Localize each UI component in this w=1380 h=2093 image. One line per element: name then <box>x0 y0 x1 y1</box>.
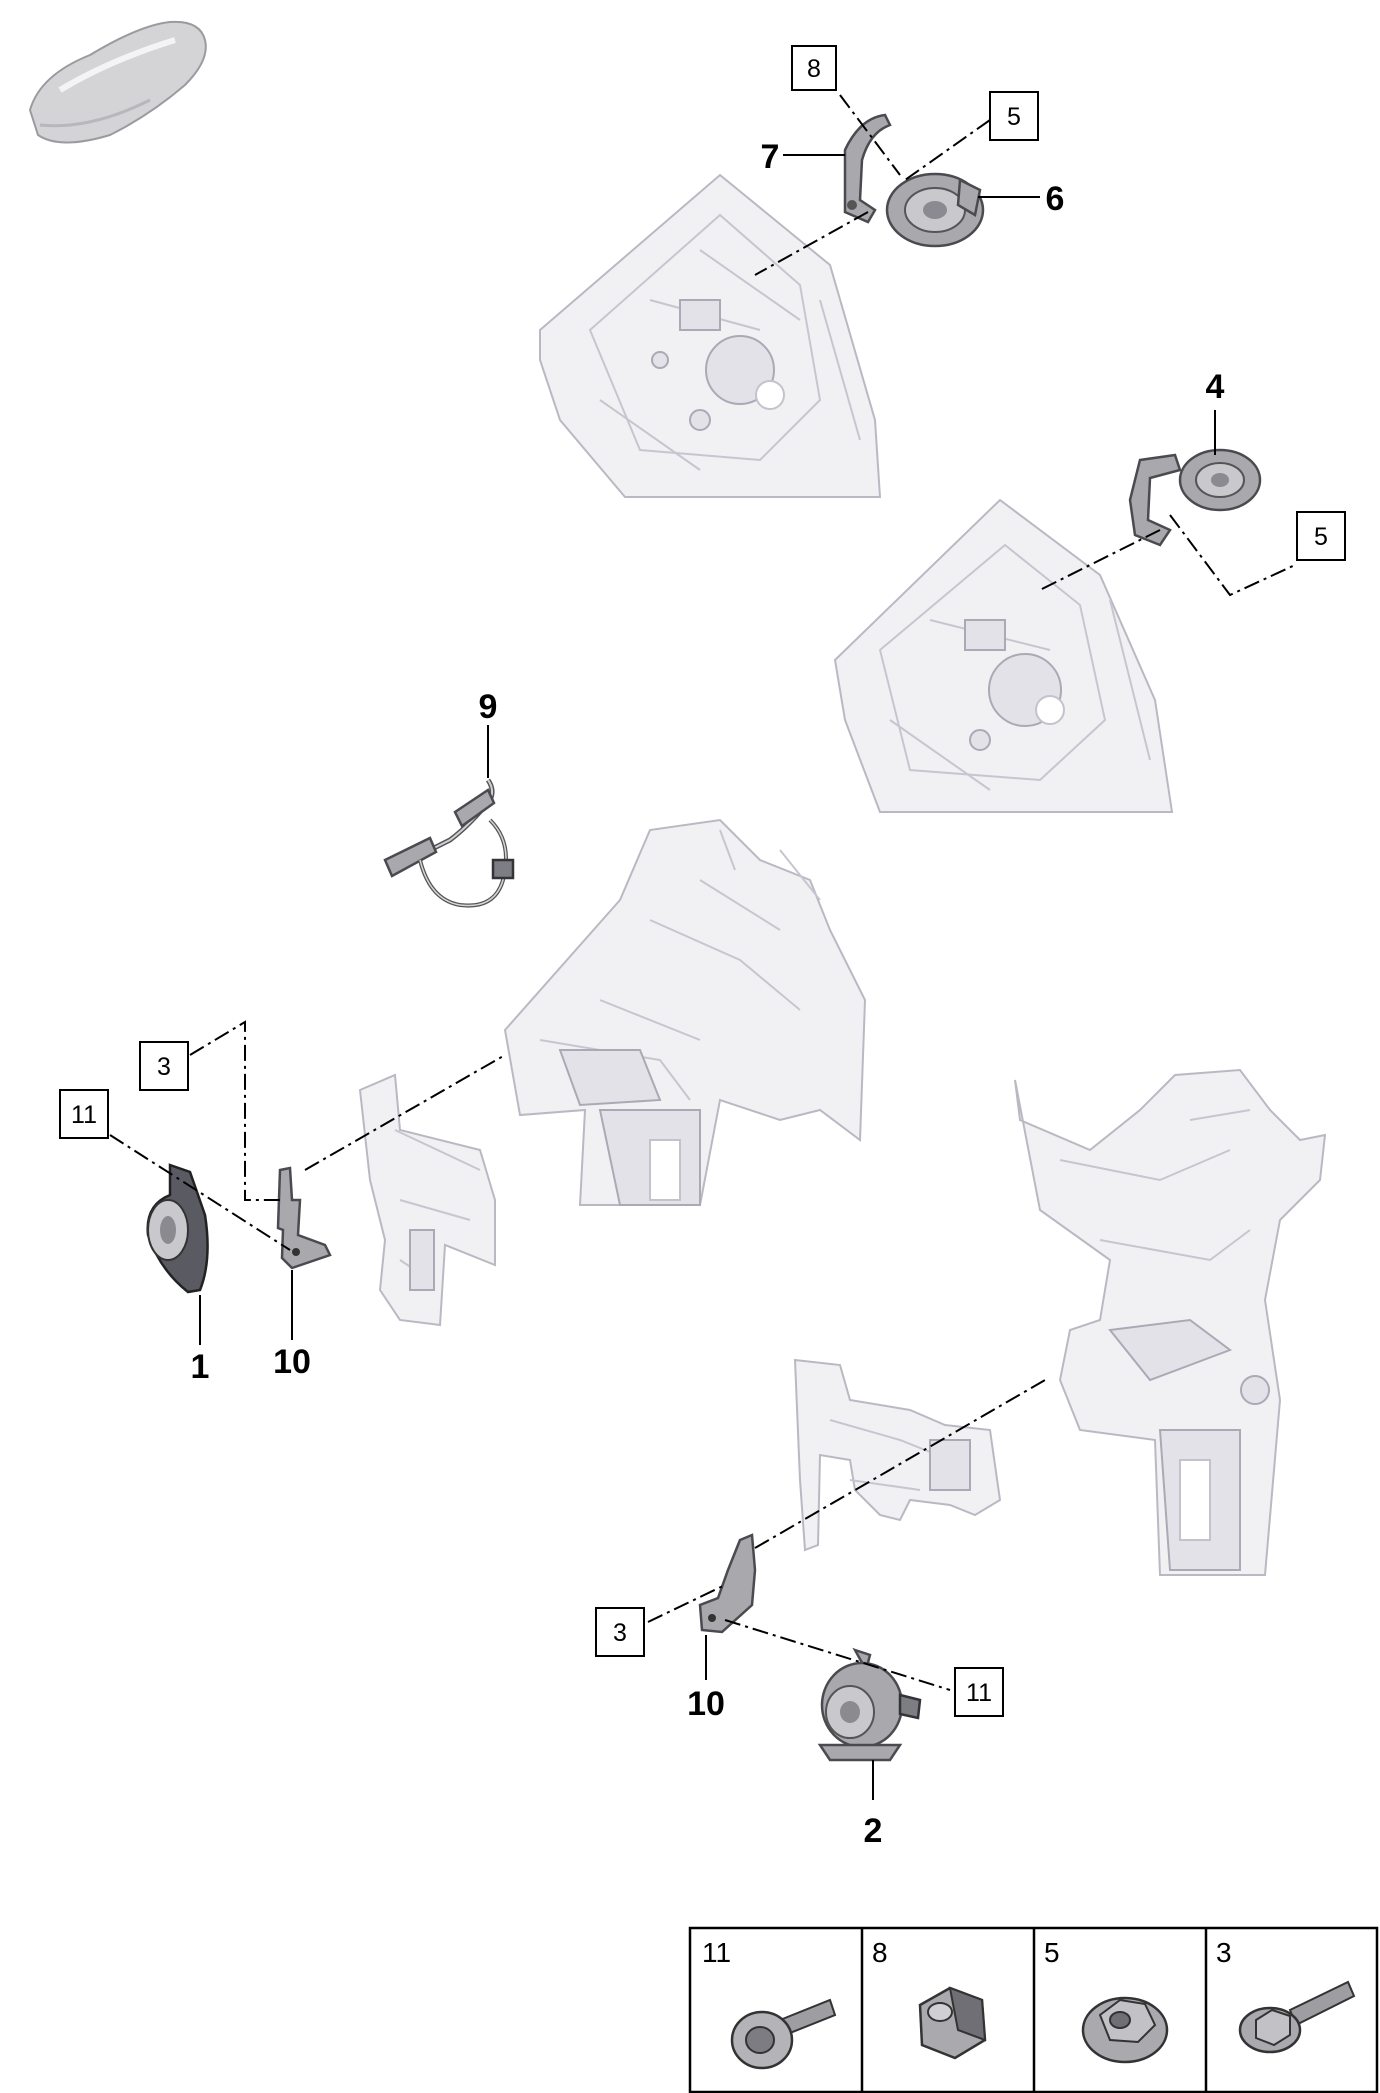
leader-10b-mount <box>754 1379 1046 1549</box>
leader-3b <box>647 1584 726 1623</box>
callout-6: 6 <box>1046 180 1065 218</box>
horn-right-2 <box>817 1647 922 1762</box>
leader-11b <box>724 1619 951 1691</box>
callout-4: 4 <box>1206 368 1225 406</box>
leader-7-mount <box>754 211 869 276</box>
legend-cell-5: 5 <box>1044 1937 1169 2064</box>
callout-9: 9 <box>479 688 498 726</box>
callout-7: 7 <box>761 138 780 176</box>
legend-number-5: 5 <box>1044 1937 1060 1968</box>
leader-4-mount <box>1039 529 1161 591</box>
legend-number-11: 11 <box>702 1937 731 1968</box>
ref-box-3-right-label: 3 <box>613 1619 627 1647</box>
ref-box-8-label: 8 <box>807 55 821 83</box>
callout-10-left: 10 <box>273 1343 311 1381</box>
horn-bracket-left-10 <box>276 1166 332 1270</box>
ref-box-11-right-label: 11 <box>966 1679 992 1707</box>
ref-box-11-right: 11 <box>954 1667 1004 1717</box>
front-body-structure-upper-right <box>833 498 1174 813</box>
ref-box-5-middle: 5 <box>1296 511 1346 561</box>
horn-with-bracket-4 <box>1128 448 1262 547</box>
legend-cell-3: 3 <box>1216 1937 1356 2054</box>
vehicle-thumbnail-icon <box>28 20 207 144</box>
legend-cell-8: 8 <box>872 1937 987 2060</box>
ref-box-3-left-label: 3 <box>157 1053 171 1081</box>
leader-10a-mount <box>304 1054 506 1171</box>
bumper-bracket-left <box>358 1073 496 1327</box>
wiring-harness-9 <box>383 778 515 908</box>
legend-number-8: 8 <box>872 1937 888 1968</box>
ref-box-5-upper: 5 <box>989 91 1039 141</box>
callout-2: 2 <box>864 1812 883 1850</box>
horn-left-1 <box>146 1163 209 1294</box>
ref-box-8: 8 <box>791 45 837 91</box>
callout-10-right: 10 <box>687 1685 725 1723</box>
front-body-structure-upper-left <box>539 173 882 498</box>
front-carrier-right <box>1014 1068 1327 1576</box>
front-carrier-left <box>503 818 867 1206</box>
ref-box-5-middle-label: 5 <box>1314 523 1328 551</box>
horn-upper <box>885 172 985 248</box>
ref-box-3-left: 3 <box>139 1041 189 1091</box>
bumper-bracket-right <box>793 1358 1002 1552</box>
ref-box-5-upper-label: 5 <box>1007 103 1021 131</box>
leader-5b <box>1169 514 1296 597</box>
horn-bracket-upper <box>843 113 892 224</box>
leader-8 <box>839 94 901 176</box>
leader-11a <box>109 1134 291 1251</box>
legend-cell-11: 11 <box>702 1937 837 2070</box>
hex-socket-bolt-icon <box>730 1998 837 2070</box>
horn-bracket-right-10 <box>698 1533 757 1634</box>
ref-box-11-left: 11 <box>59 1089 109 1139</box>
ref-box-3-right: 3 <box>595 1607 645 1657</box>
hex-flange-bolt-icon <box>1238 1980 1356 2054</box>
leader-3a <box>189 1020 283 1201</box>
hardware-legend-table: 11 8 5 3 <box>688 1926 1379 2093</box>
flange-nut-icon <box>918 1986 987 2060</box>
legend-number-3: 3 <box>1216 1937 1232 1968</box>
callout-1: 1 <box>191 1348 210 1386</box>
ref-box-11-left-label: 11 <box>71 1101 97 1129</box>
flange-hex-nut-icon <box>1081 1996 1169 2064</box>
leader-5a <box>904 119 991 181</box>
